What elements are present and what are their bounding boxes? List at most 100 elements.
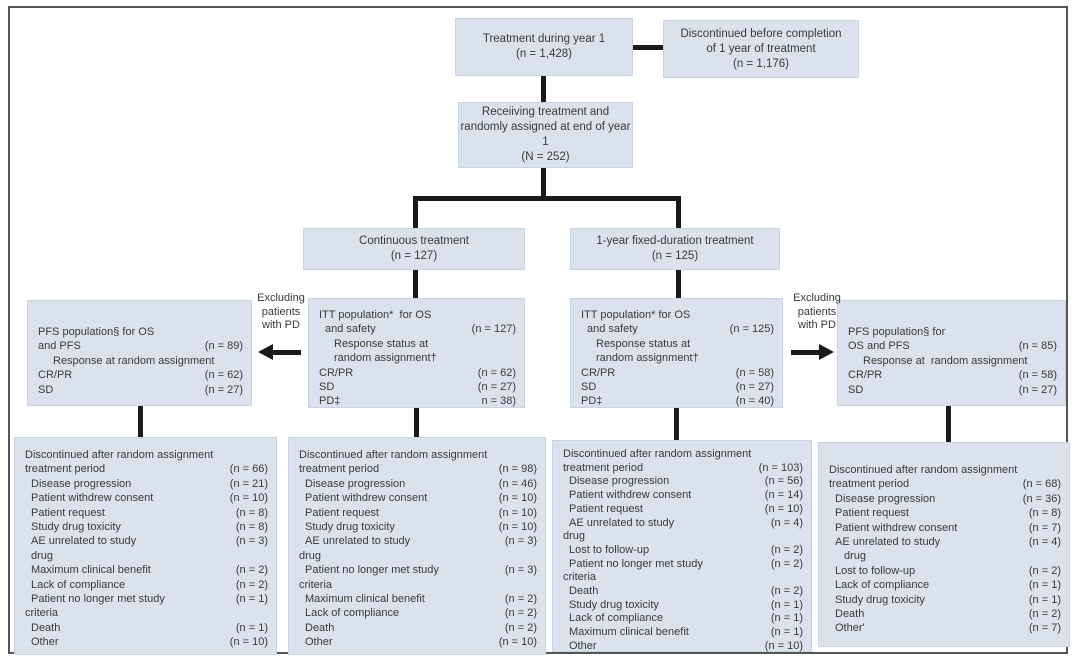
stat-row: Patient withdrew consent(n = 7) bbox=[829, 521, 1061, 535]
connector-ittleft-to-discontinued bbox=[414, 408, 419, 437]
stat-label: Death bbox=[305, 621, 335, 634]
stat-label: Other bbox=[305, 636, 333, 649]
stat-label: Discontinued after random assignment bbox=[829, 464, 1018, 476]
box-treatment-year1: Treatment during year 1 (n = 1,428) bbox=[455, 18, 633, 76]
stat-label: SD bbox=[319, 381, 335, 394]
stat-value: (n = 85) bbox=[1018, 340, 1057, 353]
stat-row: SD(n = 27) bbox=[38, 383, 243, 397]
box-line: randomly assigned at end of year 1 bbox=[460, 121, 631, 148]
stat-row: OS and PFS (n = 85) bbox=[848, 339, 1057, 353]
stat-label: PFS population§ for bbox=[848, 326, 946, 338]
stat-row: SD(n = 27) bbox=[848, 383, 1057, 397]
box-line: Discontinued before completion bbox=[680, 27, 842, 40]
stat-label: Lack of compliance bbox=[569, 612, 664, 625]
connector-split-left bbox=[413, 196, 418, 228]
stat-label: OS and PFS bbox=[848, 340, 910, 353]
stat-label: and PFS bbox=[38, 340, 81, 353]
connector-top-to-discontinued bbox=[633, 45, 663, 50]
stat-value bbox=[264, 549, 268, 563]
stat-label: PFS population§ for OS bbox=[38, 326, 155, 338]
connector-top-to-receiving bbox=[541, 76, 546, 102]
stat-label: treatment period bbox=[563, 461, 644, 474]
stat-label: CR/PR bbox=[848, 369, 883, 382]
box-fixed-duration-treatment: 1-year fixed-duration treatment (n = 125… bbox=[570, 228, 780, 270]
stat-value bbox=[533, 549, 537, 563]
stat-value bbox=[770, 308, 774, 322]
stat-value: (n = 7) bbox=[1028, 521, 1061, 534]
stat-label: Other bbox=[31, 636, 59, 649]
stat-label: Patient request bbox=[835, 507, 909, 520]
stat-value: (n = 66) bbox=[229, 463, 268, 476]
stat-value: (n = 2) bbox=[1028, 564, 1061, 577]
stat-value: (n = 89) bbox=[204, 340, 243, 353]
stat-row: SD(n = 27) bbox=[581, 380, 774, 394]
stat-label: random assignment† bbox=[596, 352, 699, 365]
stat-label: Study drug toxicity bbox=[569, 598, 659, 611]
right-arrow-icon bbox=[791, 344, 834, 360]
label-line: patients bbox=[261, 305, 301, 318]
stat-value bbox=[533, 448, 537, 462]
stat-row: Patient request(n = 10) bbox=[299, 506, 537, 520]
stat-value: (n = 8) bbox=[235, 521, 268, 534]
stat-row: Patient withdrew consent(n = 14) bbox=[563, 489, 803, 503]
stat-label: drug bbox=[31, 549, 54, 562]
stat-row: Patient request(n = 8) bbox=[25, 506, 268, 520]
stat-row: treatment period (n = 66) bbox=[25, 462, 268, 476]
stat-row: Disease progression(n = 21) bbox=[25, 477, 268, 491]
stat-label: and safety bbox=[587, 323, 638, 336]
stat-value: (n = 2) bbox=[504, 607, 537, 620]
stat-label: Maximum clinical benefit bbox=[305, 593, 425, 606]
stat-value bbox=[512, 337, 516, 351]
stat-row: Patient no longer met study(n = 2) bbox=[563, 558, 803, 572]
stat-row: random assignment† bbox=[581, 351, 774, 365]
stat-label: Response status at bbox=[596, 337, 691, 350]
arrow-tail bbox=[791, 349, 819, 355]
stat-row: Maximum clinical benefit (n = 2) bbox=[299, 592, 537, 606]
stat-row: ITT population* for OS bbox=[319, 308, 516, 322]
stat-row: drug bbox=[829, 549, 1061, 563]
stat-row: AE unrelated to study(n = 4) bbox=[563, 517, 803, 531]
stat-row: Other(n = 10) bbox=[25, 635, 268, 649]
stat-label: SD bbox=[581, 381, 597, 394]
stat-label: treatment period bbox=[25, 463, 106, 476]
stat-row: Patient withdrew consent(n = 10) bbox=[299, 491, 537, 505]
stat-value bbox=[264, 448, 268, 462]
stat-value: (n = 3) bbox=[504, 535, 537, 548]
stat-value: (n = 4) bbox=[1028, 536, 1061, 549]
left-arrow-icon bbox=[258, 344, 301, 360]
box-receiving-randomized: Receiiving treatment and randomly assign… bbox=[458, 102, 633, 168]
stat-label: Patient withdrew consent bbox=[569, 489, 692, 502]
stat-row: Study drug toxicity(n = 10) bbox=[299, 520, 537, 534]
stat-value bbox=[770, 337, 774, 351]
stat-value: (n = 2) bbox=[235, 578, 268, 591]
stat-label: Lack of compliance bbox=[305, 607, 400, 620]
stat-row: drug bbox=[25, 549, 268, 563]
stat-row: Lack of compliance (n = 1) bbox=[563, 612, 803, 626]
connector-pfsleft-to-discontinued bbox=[138, 406, 143, 437]
stat-label: Study drug toxicity bbox=[305, 521, 395, 534]
stat-row: Lost to follow-up(n = 2) bbox=[563, 544, 803, 558]
stat-value: n = 38) bbox=[481, 395, 516, 408]
stat-row: criteria bbox=[25, 606, 268, 620]
stat-value: (n = 1) bbox=[770, 612, 803, 625]
stat-label: Study drug toxicity bbox=[835, 593, 925, 606]
stat-label: Maximum clinical benefit bbox=[569, 626, 689, 639]
stat-label: CR/PR bbox=[38, 369, 73, 382]
stat-value: (n = 127) bbox=[471, 323, 516, 336]
stat-label: drug bbox=[844, 550, 867, 563]
stat-row: Death(n = 1) bbox=[25, 621, 268, 635]
stat-row: SD(n = 27) bbox=[319, 380, 516, 394]
stat-label: criteria bbox=[299, 578, 333, 591]
stat-value: (n = 62) bbox=[204, 369, 243, 382]
stat-value: (n = 2) bbox=[504, 593, 537, 606]
stat-label: drug bbox=[299, 549, 322, 562]
stat-row: Maximum clinical benefit(n = 2) bbox=[25, 563, 268, 577]
stat-row: PD‡(n = 40) bbox=[581, 394, 774, 408]
